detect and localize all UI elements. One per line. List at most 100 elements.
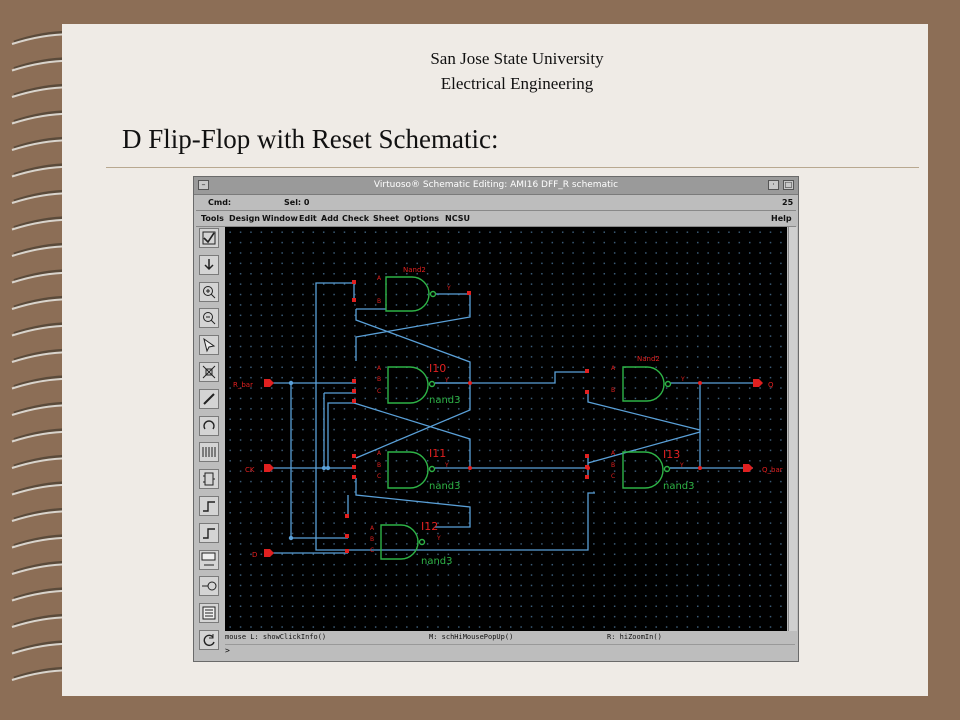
cell-name-i10: nand3 bbox=[429, 395, 461, 406]
connection-dots bbox=[288, 280, 702, 553]
zoom-in-icon bbox=[203, 285, 216, 298]
slide-title: D Flip-Flop with Reset Schematic: bbox=[122, 124, 499, 154]
pin-tool-button[interactable] bbox=[199, 496, 219, 516]
menu-window[interactable]: Window bbox=[262, 214, 298, 223]
bus-tool-button[interactable] bbox=[199, 442, 219, 463]
svg-text:A: A bbox=[370, 525, 375, 532]
gate-cell-nand2-right: Nand2 bbox=[637, 355, 660, 363]
bus-icon bbox=[202, 447, 216, 458]
stretch-icon bbox=[202, 365, 216, 379]
instance-i10: I10 bbox=[429, 362, 446, 375]
menu-edit[interactable]: Edit bbox=[299, 214, 317, 223]
menu-tools[interactable]: Tools bbox=[201, 214, 224, 223]
property-tool-button[interactable] bbox=[199, 576, 219, 597]
svg-text:Y: Y bbox=[446, 285, 451, 292]
instance-i12: I12 bbox=[421, 520, 438, 533]
svg-text:A: A bbox=[611, 450, 616, 457]
virtuoso-window: – Virtuoso® Schematic Editing: AMI16 DFF… bbox=[193, 176, 799, 662]
wires bbox=[273, 282, 753, 554]
svg-text:Y: Y bbox=[444, 462, 449, 469]
svg-text:B: B bbox=[377, 376, 381, 383]
descend-icon bbox=[204, 258, 214, 270]
check-save-tool-button[interactable] bbox=[199, 228, 219, 248]
tool-palette bbox=[196, 227, 222, 657]
pin-icon bbox=[203, 501, 215, 512]
command-prompt[interactable]: > bbox=[225, 644, 795, 657]
label-tool-button[interactable] bbox=[199, 549, 219, 570]
wire-name-tool-button[interactable] bbox=[199, 522, 219, 543]
slide-header: San Jose State University Electrical Eng… bbox=[312, 46, 722, 96]
svg-text:A: A bbox=[611, 365, 616, 372]
window-title: Virtuoso® Schematic Editing: AMI16 DFF_R… bbox=[373, 180, 619, 190]
property-icon bbox=[202, 581, 217, 591]
vertical-scrollbar[interactable] bbox=[788, 227, 797, 631]
pin-q-shape bbox=[753, 379, 763, 387]
cell-name-i12: nand3 bbox=[421, 556, 453, 567]
pin-q-bar: Q_bar bbox=[762, 466, 783, 474]
menu-design[interactable]: Design bbox=[229, 214, 260, 223]
sheet-icon bbox=[202, 606, 216, 620]
menu-ncsu[interactable]: NCSU bbox=[445, 214, 470, 223]
instance-tool-button[interactable] bbox=[199, 469, 219, 490]
maximize-button[interactable]: □ bbox=[783, 180, 794, 190]
svg-text:A: A bbox=[377, 365, 382, 372]
select-tool-button[interactable] bbox=[199, 335, 219, 356]
undo-tool-button[interactable] bbox=[199, 415, 219, 436]
menu-help[interactable]: Help bbox=[771, 214, 792, 223]
refresh-icon bbox=[203, 634, 215, 647]
zoom-out-tool-button[interactable] bbox=[199, 308, 219, 329]
window-menu-button[interactable]: – bbox=[198, 180, 209, 190]
svg-text:Y: Y bbox=[436, 535, 441, 542]
title-divider bbox=[106, 167, 919, 168]
schematic-canvas[interactable]: Nand2 I10 nand3 I11 nand3 I12 nand3 Nand… bbox=[225, 227, 787, 631]
pin-q-bar-shape bbox=[743, 464, 753, 472]
mouse-right-binding: R: hiZoomIn() bbox=[607, 633, 662, 641]
menu-options[interactable]: Options bbox=[404, 214, 440, 223]
pin-ck-shape bbox=[264, 464, 274, 472]
svg-text:B: B bbox=[370, 536, 374, 543]
svg-text:Y: Y bbox=[679, 462, 684, 469]
gates bbox=[380, 276, 672, 560]
instance-i11: I11 bbox=[429, 447, 446, 460]
svg-text:Y: Y bbox=[680, 376, 685, 383]
menu-sheet[interactable]: Sheet bbox=[373, 214, 400, 223]
selection-count: Sel: 0 bbox=[284, 198, 310, 207]
svg-text:Y: Y bbox=[444, 377, 449, 384]
svg-text:B: B bbox=[377, 298, 381, 305]
cell-name-i13: nand3 bbox=[663, 481, 695, 492]
wire-name-icon bbox=[203, 528, 215, 539]
window-titlebar[interactable]: – Virtuoso® Schematic Editing: AMI16 DFF… bbox=[194, 177, 798, 195]
minimize-button[interactable]: · bbox=[768, 180, 779, 190]
status-bar: Cmd: Sel: 0 25 bbox=[202, 196, 793, 210]
mouse-binding-line: mouse L: showClickInfo() M: schHiMousePo… bbox=[225, 632, 795, 643]
schematic-drawing: Nand2 I10 nand3 I11 nand3 I12 nand3 Nand… bbox=[233, 266, 783, 567]
menu-check[interactable]: Check bbox=[342, 214, 370, 223]
mouse-left-binding: mouse L: showClickInfo() bbox=[225, 633, 327, 641]
wire-tool-button[interactable] bbox=[199, 388, 219, 409]
instance-icon bbox=[203, 472, 215, 486]
department-name: Electrical Engineering bbox=[440, 74, 594, 93]
svg-text:C: C bbox=[377, 388, 381, 395]
stretch-tool-button[interactable] bbox=[199, 362, 219, 382]
svg-text:C: C bbox=[370, 547, 374, 554]
cmd-label: Cmd: bbox=[208, 198, 232, 207]
descend-tool-button[interactable] bbox=[199, 254, 219, 275]
gate-labels: Nand2 I10 nand3 I11 nand3 I12 nand3 Nand… bbox=[403, 266, 695, 567]
zoom-in-tool-button[interactable] bbox=[199, 281, 219, 302]
svg-text:A: A bbox=[377, 275, 382, 282]
gate-cell-nand2-top: Nand2 bbox=[403, 266, 426, 274]
select-icon bbox=[203, 338, 216, 353]
zoom-out-icon bbox=[203, 312, 216, 325]
menu-add[interactable]: Add bbox=[321, 214, 339, 223]
sheet-tool-button[interactable] bbox=[199, 603, 219, 624]
mouse-middle-binding: M: schHiMousePopUp() bbox=[429, 633, 514, 641]
pins: R_bar CK D Q Q_bar bbox=[233, 379, 783, 559]
refresh-tool-button[interactable] bbox=[199, 630, 219, 650]
wire-icon bbox=[203, 393, 215, 405]
pin-d: D bbox=[252, 551, 257, 559]
instance-i13: I13 bbox=[663, 448, 680, 461]
port-labels: A B Y A B C Y A B C Y A B C Y A B Y A B bbox=[370, 275, 685, 554]
pin-r-bar: R_bar bbox=[233, 381, 253, 389]
pin-ck: CK bbox=[245, 466, 255, 474]
pin-r-bar-shape bbox=[264, 379, 274, 387]
